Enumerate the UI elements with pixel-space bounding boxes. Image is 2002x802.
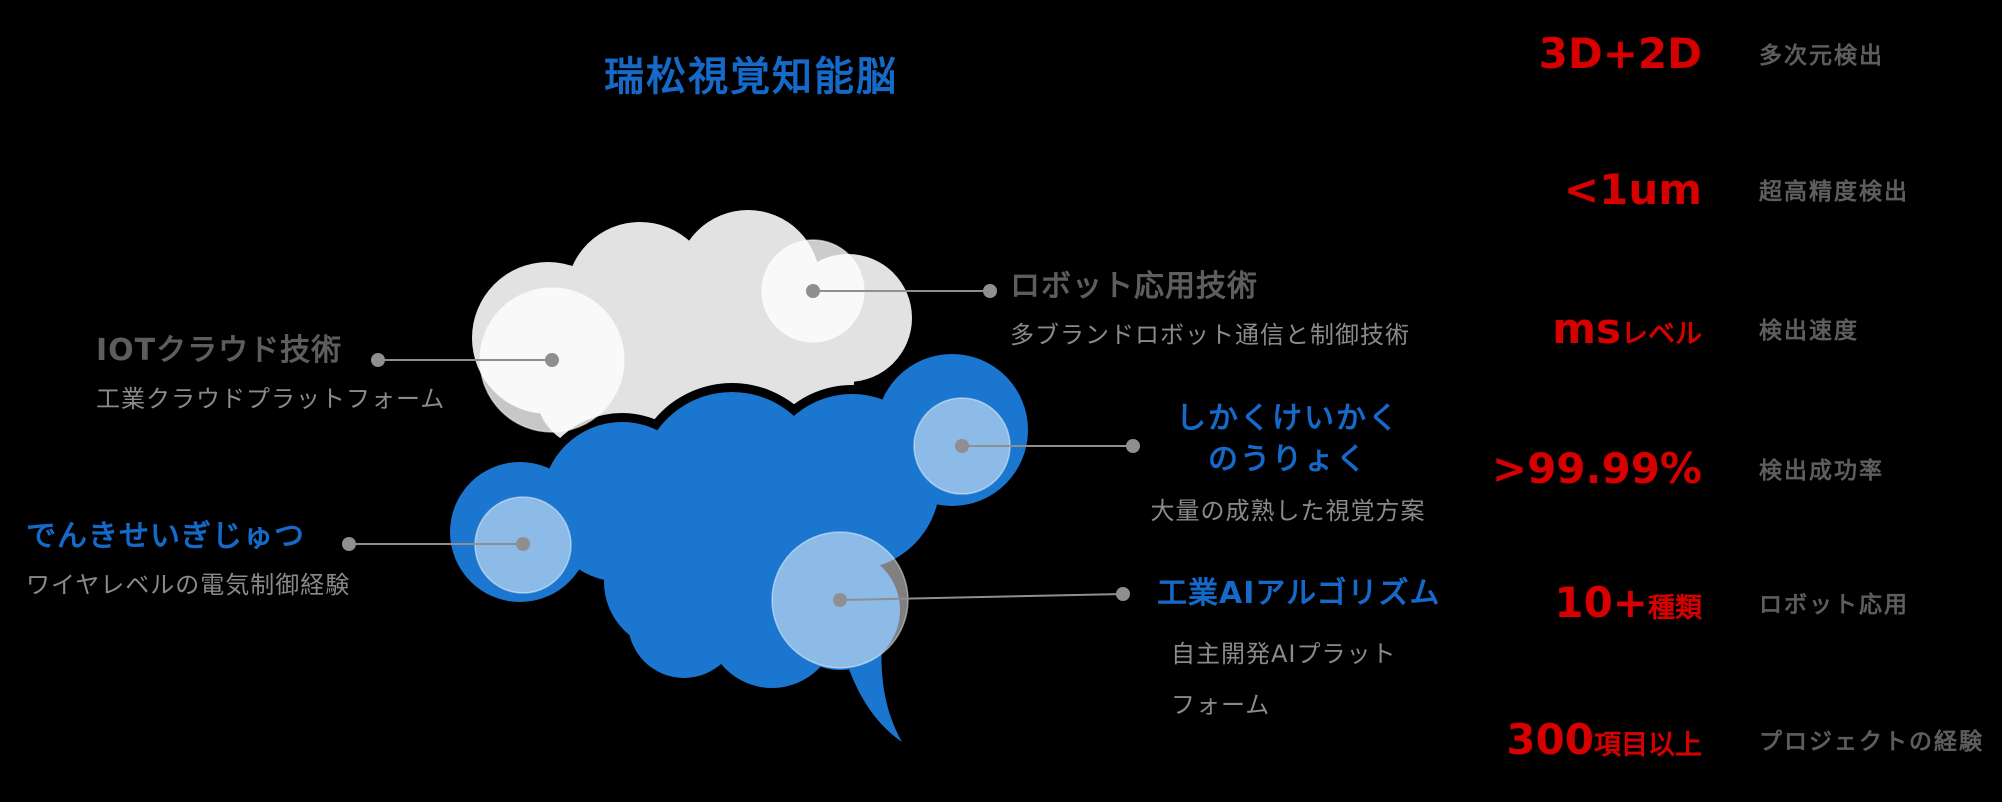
callout-ai-subtitle: 自主開発AIプラット フォーム: [1157, 629, 1440, 731]
stat-label: 多次元検出: [1759, 43, 1884, 69]
stat-value-main: ms: [1552, 303, 1621, 353]
callout-vision-heading-line1: しかくけいかく: [1176, 401, 1400, 436]
callout-ai-subtitle-line1: 自主開発AIプラット: [1171, 640, 1397, 668]
callout-robot: ロボット応用技術 多ブランドロボット通信と制御技術: [1010, 268, 1410, 350]
stat-row: <1um 超高精度検出: [1470, 154, 2002, 224]
stat-value: 3D+2D: [1470, 29, 1702, 78]
stat-value-main: >99.99%: [1491, 443, 1702, 493]
stat-value-main: 10+: [1554, 577, 1648, 627]
callout-ai-heading: 工業AIアルゴリズム: [1157, 576, 1441, 611]
callout-ai-subtitle-line2: フォーム: [1171, 691, 1271, 719]
stat-value-main: 300: [1506, 714, 1594, 764]
stat-label: プロジェクトの経験: [1759, 729, 1984, 755]
stat-row: msレベル 検出速度: [1470, 293, 2002, 363]
stat-value: <1um: [1470, 165, 1702, 214]
callout-iot-subtitle: 工業クラウドプラットフォーム: [96, 385, 446, 413]
stat-label: 検出成功率: [1759, 458, 1884, 484]
stat-value: 300項目以上: [1470, 715, 1702, 764]
callout-robot-heading: ロボット応用技術: [1010, 269, 1258, 304]
stat-row: 10+種類 ロボット応用: [1470, 567, 2002, 637]
connector-ai: [839, 593, 1124, 601]
stat-label: ロボット応用: [1759, 592, 1909, 618]
stat-value-suffix: 項目以上: [1594, 729, 1702, 761]
callout-vision: しかくけいかく のうりょく 大量の成熟した視覚方案: [1150, 398, 1426, 526]
callout-ai: 工業AIアルゴリズム 自主開発AIプラット フォーム: [1157, 575, 1440, 731]
callout-iot: IOTクラウド技術 工業クラウドプラットフォーム: [96, 332, 445, 414]
stat-value-main: <1um: [1563, 164, 1702, 214]
stat-row: >99.99% 検出成功率: [1470, 433, 2002, 503]
callout-electric: でんきせいぎじゅつ ワイヤレベルの電気制御経験: [26, 518, 350, 600]
connector-lines: [349, 290, 1133, 601]
stat-row: 300項目以上 プロジェクトの経験: [1470, 704, 2002, 774]
callout-robot-subtitle: 多ブランドロボット通信と制御技術: [1010, 321, 1410, 349]
stat-label: 検出速度: [1759, 318, 1859, 344]
connector-dots: [342, 284, 1140, 607]
stat-value: 10+種類: [1470, 578, 1702, 627]
page-title: 瑞松視覚知能脳: [604, 54, 898, 100]
stat-value-main: 3D+2D: [1538, 28, 1702, 78]
stat-value: >99.99%: [1470, 444, 1702, 493]
stat-value: msレベル: [1470, 304, 1702, 353]
stat-value-suffix: レベル: [1621, 318, 1702, 350]
callout-iot-heading: IOTクラウド技術: [96, 333, 343, 368]
stat-row: 3D+2D 多次元検出: [1470, 18, 2002, 88]
stat-value-suffix: 種類: [1648, 592, 1702, 624]
callout-electric-subtitle: ワイヤレベルの電気制御経験: [26, 571, 351, 599]
stat-label: 超高精度検出: [1759, 179, 1909, 205]
callout-vision-heading-line2: のうりょく: [1208, 442, 1368, 477]
callout-vision-subtitle: 大量の成熟した視覚方案: [1150, 497, 1426, 525]
callout-electric-heading: でんきせいぎじゅつ: [26, 519, 305, 554]
